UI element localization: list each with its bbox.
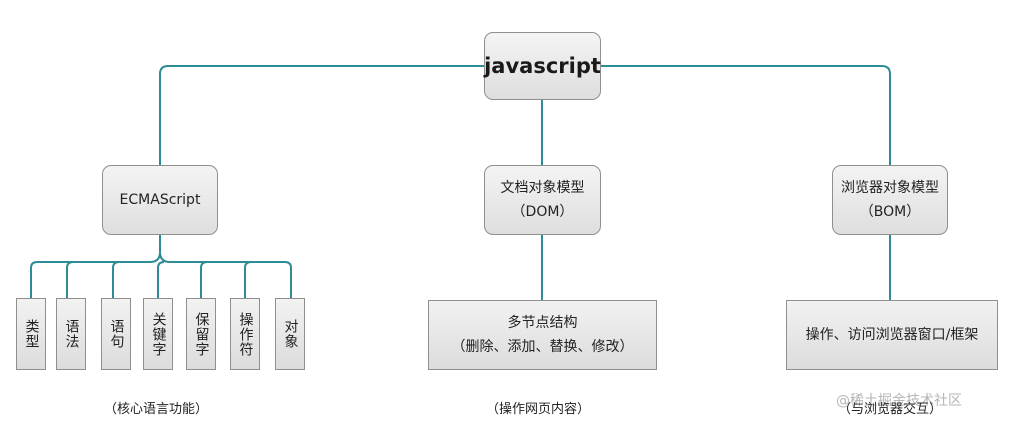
connector-root-to-bom bbox=[601, 65, 891, 165]
connector-ecma-to-leaves bbox=[30, 235, 292, 298]
leaf-label: 对象 bbox=[282, 319, 299, 349]
root-node: javascript bbox=[484, 32, 601, 100]
root-label: javascript bbox=[484, 54, 601, 78]
ecmascript-node: ECMAScript bbox=[102, 165, 218, 235]
leaf-label: 保留字 bbox=[193, 311, 210, 357]
ecma-leaf-operators: 操作符 bbox=[230, 298, 260, 370]
connector-root-to-ecma bbox=[159, 65, 484, 165]
dom-label: 文档对象模型 （DOM） bbox=[500, 180, 585, 220]
ecma-leaf-keywords: 关键字 bbox=[143, 298, 173, 370]
watermark: @稀土掘金技术社区 bbox=[836, 393, 962, 409]
ecma-caption: （核心语言功能） bbox=[104, 402, 209, 417]
ecma-leaf-objects: 对象 bbox=[275, 298, 305, 370]
bom-label: 浏览器对象模型 （BOM） bbox=[841, 180, 939, 220]
leaf-label: 关键字 bbox=[150, 311, 167, 357]
dom-detail-label: 多节点结构 （删除、添加、替换、修改） bbox=[451, 315, 634, 355]
bom-detail-box: 操作、访问浏览器窗口/框架 bbox=[786, 300, 998, 370]
ecma-leaf-statements: 语句 bbox=[101, 298, 131, 370]
leaf-label: 语法 bbox=[63, 319, 80, 349]
ecmascript-label: ECMAScript bbox=[119, 192, 201, 208]
leaf-label: 类型 bbox=[23, 319, 40, 349]
bom-node: 浏览器对象模型 （BOM） bbox=[832, 165, 948, 235]
ecma-leaf-types: 类型 bbox=[16, 298, 46, 370]
leaf-label: 操作符 bbox=[237, 311, 254, 357]
bom-detail-label: 操作、访问浏览器窗口/框架 bbox=[805, 327, 979, 343]
dom-node: 文档对象模型 （DOM） bbox=[484, 165, 601, 235]
bom-caption: （与浏览器交互） bbox=[838, 402, 943, 417]
dom-detail-box: 多节点结构 （删除、添加、替换、修改） bbox=[428, 300, 657, 370]
dom-caption: （操作网页内容） bbox=[486, 402, 591, 417]
leaf-label: 语句 bbox=[108, 319, 125, 349]
ecma-leaf-reserved-words: 保留字 bbox=[186, 298, 216, 370]
ecma-leaf-syntax: 语法 bbox=[56, 298, 86, 370]
